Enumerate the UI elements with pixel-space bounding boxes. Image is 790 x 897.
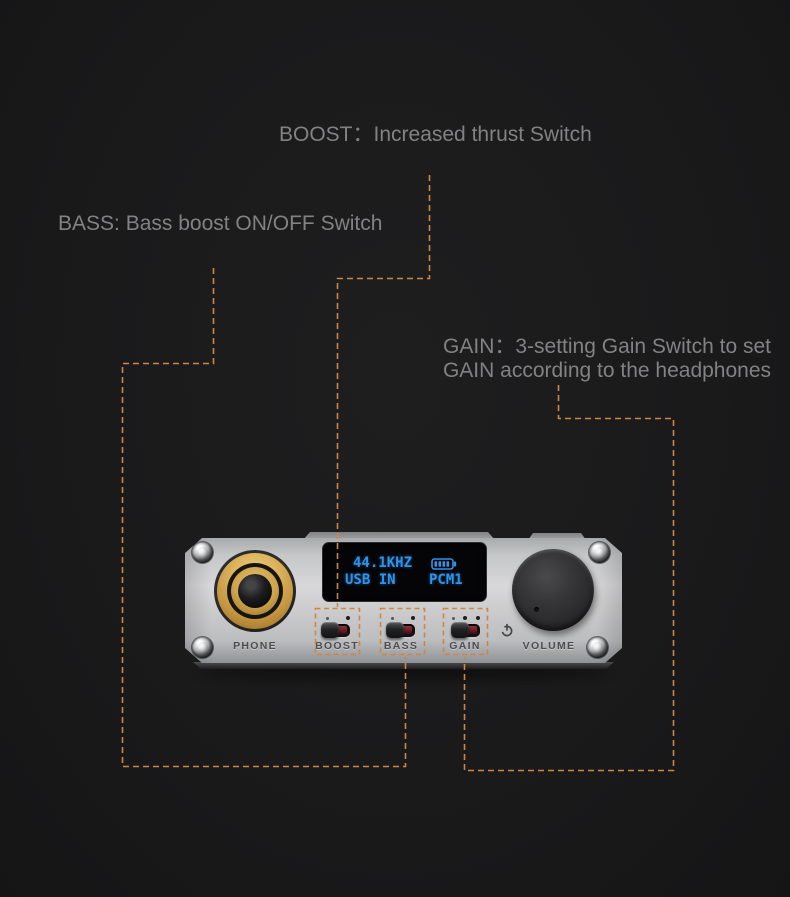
corner-screw-top-left (192, 542, 213, 563)
volume-knob (512, 549, 594, 631)
bass-on-dot (411, 616, 415, 620)
gain-annotation-line2: GAIN according to the headphones (442, 358, 772, 382)
corner-screw-bottom-right (587, 637, 608, 658)
gain-annotation-text: GAIN：3-setting Gain Switch to set GAIN a… (442, 335, 772, 382)
boost-on-dot (346, 616, 350, 620)
bass-switch (386, 622, 415, 638)
volume-label: VOLUME (522, 640, 576, 652)
corner-screw-top-right (589, 542, 610, 563)
headphone-jack (214, 550, 296, 632)
gain-high-dot (476, 616, 480, 620)
bass-switch-label: BASS (383, 640, 419, 652)
input-source-text: USB IN (345, 572, 396, 588)
gain-mid-dot (463, 616, 467, 620)
gain-switch (451, 622, 480, 638)
format-text: PCM1 (429, 572, 463, 588)
knob-indicator-dot (534, 607, 539, 612)
gain-switch-label: GAIN (449, 640, 481, 652)
boost-switch-label: BOOST (315, 640, 359, 652)
boost-switch (321, 622, 350, 638)
battery-icon (431, 558, 457, 570)
boost-annotation-text: BOOST：Increased thrust Switch (279, 123, 592, 146)
corner-screw-bottom-left (192, 637, 213, 658)
device-bottom-edge (193, 662, 614, 669)
boost-off-dot (326, 617, 329, 620)
oled-display: 44.1KHZ USB IN PCM1 (323, 543, 486, 601)
sample-rate-text: 44.1KHZ (353, 555, 413, 571)
bass-off-dot (391, 617, 394, 620)
bass-connector-line (121, 268, 407, 768)
bass-annotation-text: BASS: Bass boost ON/OFF Switch (58, 212, 383, 235)
phone-label: PHONE (233, 640, 277, 652)
gain-low-dot (452, 617, 455, 620)
power-icon (501, 623, 513, 637)
gain-annotation-line1: GAIN：3-setting Gain Switch to set (443, 335, 771, 358)
